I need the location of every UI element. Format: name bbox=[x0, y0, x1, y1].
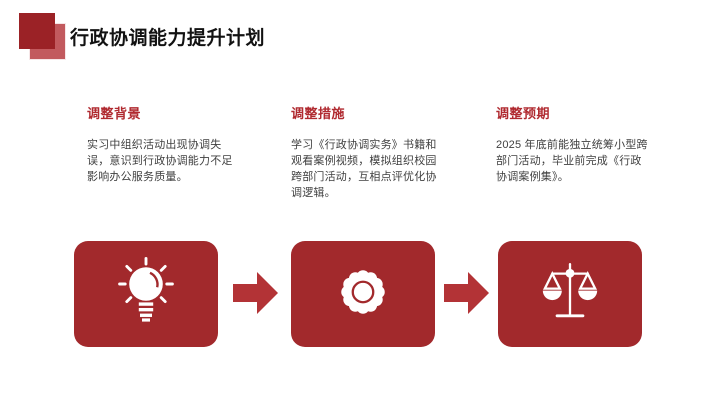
lightbulb-icon bbox=[106, 252, 186, 337]
page-title: 行政协调能力提升计划 bbox=[70, 28, 266, 49]
right-arrow-icon bbox=[444, 272, 489, 314]
badge-icon bbox=[331, 260, 395, 329]
scales-icon bbox=[536, 258, 604, 331]
column-background: 调整背景 实习中组织活动出现协调失误，意识到行政协调能力不足影响办公服务质量。 bbox=[87, 103, 242, 185]
column-body-text: 实习中组织活动出现协调失误，意识到行政协调能力不足影响办公服务质量。 bbox=[87, 139, 233, 183]
slide-logo-mark bbox=[19, 13, 67, 61]
right-arrow-icon bbox=[233, 272, 278, 314]
process-step-tile-2 bbox=[291, 241, 435, 347]
column-body-text: 学习《行政协调实务》书籍和观看案例视频，模拟组织校园跨部门活动，互相点评优化协调… bbox=[291, 139, 437, 199]
column-heading: 调整措施 bbox=[291, 106, 346, 121]
logo-dark-square bbox=[19, 13, 55, 49]
process-step-tile-3 bbox=[498, 241, 642, 347]
column-measures: 调整措施 学习《行政协调实务》书籍和观看案例视频，模拟组织校园跨部门活动，互相点… bbox=[291, 103, 446, 201]
column-heading: 调整背景 bbox=[87, 106, 142, 121]
process-step-tile-1 bbox=[74, 241, 218, 347]
column-heading: 调整预期 bbox=[496, 106, 551, 121]
column-body-text: 2025 年底前能独立统筹小型跨部门活动，毕业前完成《行政协调案例集》。 bbox=[496, 139, 648, 183]
column-expectation: 调整预期 2025 年底前能独立统筹小型跨部门活动，毕业前完成《行政协调案例集》… bbox=[496, 103, 651, 185]
